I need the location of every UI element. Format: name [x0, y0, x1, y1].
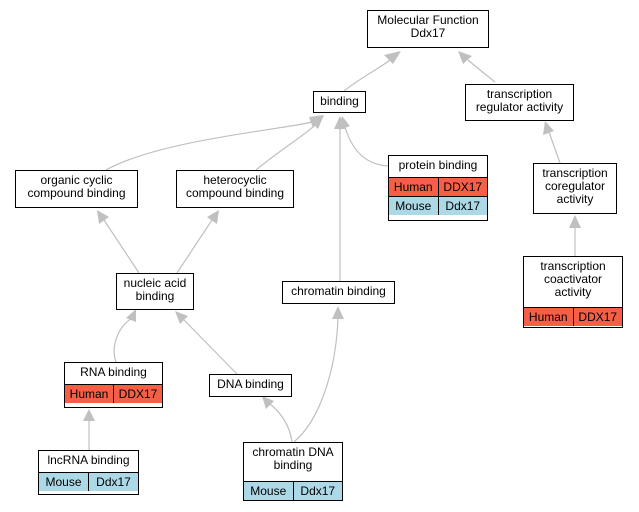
gene-label: DDX17 — [113, 385, 162, 403]
edge-cdnab-to-chb — [293, 317, 339, 443]
arrow-cdnab-to-dnab — [262, 396, 274, 409]
node-transcription-regulator-activity[interactable]: transcription regulator activity — [465, 84, 574, 121]
arrow-binding-to-mf — [384, 51, 401, 64]
species-label: Mouse — [45, 474, 82, 489]
gene-label: DDX17 — [437, 178, 488, 196]
gene-label: Ddx17 — [88, 473, 138, 491]
gene-label: Ddx17 — [292, 482, 343, 500]
edge-tra-to-mf — [467, 59, 496, 83]
edge-rnab-to-nab — [113, 318, 132, 363]
species-label: Human — [69, 386, 109, 401]
edge-pb-to-binding — [344, 126, 390, 167]
arrow-lncb-to-rnab — [83, 409, 95, 421]
edge-tcra-to-tra — [548, 131, 561, 164]
node-label: Molecular Function — [377, 13, 479, 27]
node-label: transcription — [540, 259, 606, 273]
annotation-row-mouse[interactable]: Mouse Ddx17 — [244, 481, 342, 500]
species-label: Human — [393, 179, 433, 194]
node-label: activity — [556, 192, 594, 206]
edge-cdnab-to-dnab — [269, 403, 293, 443]
node-label: chromatin binding — [291, 284, 386, 298]
arrow-nab-to-occb — [97, 210, 109, 224]
arrow-rnab-to-nab — [126, 309, 136, 322]
node-nucleic-acid-binding[interactable]: nucleic acid binding — [116, 273, 194, 310]
gene-label: Ddx17 — [437, 197, 488, 215]
node-label: binding — [135, 289, 175, 303]
edge-binding-to-mf — [343, 59, 391, 92]
node-label: Ddx17 — [410, 26, 446, 40]
node-chromatin-binding[interactable]: chromatin binding — [282, 281, 395, 304]
node-label: RNA binding — [80, 365, 147, 379]
node-label: activity — [554, 285, 592, 299]
annotation-row-mouse[interactable]: Mouse Ddx17 — [389, 196, 487, 215]
node-label: transcription — [486, 87, 553, 101]
node-label: nucleic acid — [123, 276, 187, 290]
node-label: heterocyclic — [203, 173, 267, 187]
edge-dnab-to-nab — [183, 319, 238, 375]
node-label: compound binding — [27, 186, 126, 200]
node-label: lncRNA binding — [47, 453, 130, 467]
node-label: binding — [320, 94, 359, 108]
species-label: Mouse — [250, 483, 287, 498]
node-label: coactivator — [543, 272, 603, 286]
annotation-row-human[interactable]: Human DDX17 — [65, 384, 162, 403]
node-organic-cyclic-compound-binding[interactable]: organic cyclic compound binding — [15, 170, 138, 208]
node-label: binding — [273, 458, 313, 472]
node-label: chromatin DNA — [252, 445, 334, 459]
node-lncrna-binding[interactable]: lncRNA binding Mouse Ddx17 — [38, 450, 139, 495]
arrow-nab-to-hcb — [207, 210, 219, 224]
edge-nab-to-hcb — [176, 219, 213, 274]
node-rna-binding[interactable]: RNA binding Human DDX17 — [64, 362, 163, 408]
edge-occb-to-binding — [105, 121, 313, 171]
species-label: Human — [528, 309, 568, 324]
node-label: protein binding — [398, 158, 478, 172]
node-label: coregulator — [544, 179, 606, 193]
gene-label: DDX17 — [572, 308, 623, 326]
node-protein-binding[interactable]: protein binding Human DDX17 Mouse Ddx17 — [388, 155, 488, 221]
node-label: DNA binding — [217, 377, 284, 391]
node-transcription-coregulator-activity[interactable]: transcription coregulator activity — [533, 163, 617, 214]
node-label: transcription — [542, 166, 608, 180]
arrow-tcaa-to-tcra — [569, 215, 581, 228]
annotation-row-human[interactable]: Human DDX17 — [389, 177, 487, 196]
arrow-cdnab-to-chb — [332, 306, 344, 319]
annotation-row-mouse[interactable]: Mouse Ddx17 — [39, 472, 138, 491]
node-molecular-function[interactable]: Molecular Function Ddx17 — [367, 10, 489, 48]
node-label: regulator activity — [475, 100, 564, 114]
species-label: Mouse — [395, 198, 432, 213]
arrow-tra-to-mf — [458, 51, 472, 64]
annotation-row-human[interactable]: Human DDX17 — [524, 307, 622, 326]
node-binding[interactable]: binding — [313, 91, 366, 113]
node-label: compound binding — [185, 186, 285, 200]
node-transcription-coactivator-activity[interactable]: transcription coactivator activity Human… — [523, 256, 623, 328]
arrow-tcra-to-tra — [543, 121, 554, 135]
edge-hcb-to-binding — [255, 124, 316, 171]
node-heterocyclic-compound-binding[interactable]: heterocyclic compound binding — [176, 170, 294, 208]
node-dna-binding[interactable]: DNA binding — [209, 374, 292, 397]
node-chromatin-dna-binding[interactable]: chromatin DNA binding Mouse Ddx17 — [243, 442, 343, 501]
edge-nab-to-occb — [103, 219, 140, 274]
node-label: organic cyclic — [40, 173, 113, 187]
arrow-dnab-to-nab — [175, 311, 188, 324]
arrow-hcb-to-binding — [310, 115, 324, 129]
arrow-pb-to-binding — [339, 116, 350, 130]
